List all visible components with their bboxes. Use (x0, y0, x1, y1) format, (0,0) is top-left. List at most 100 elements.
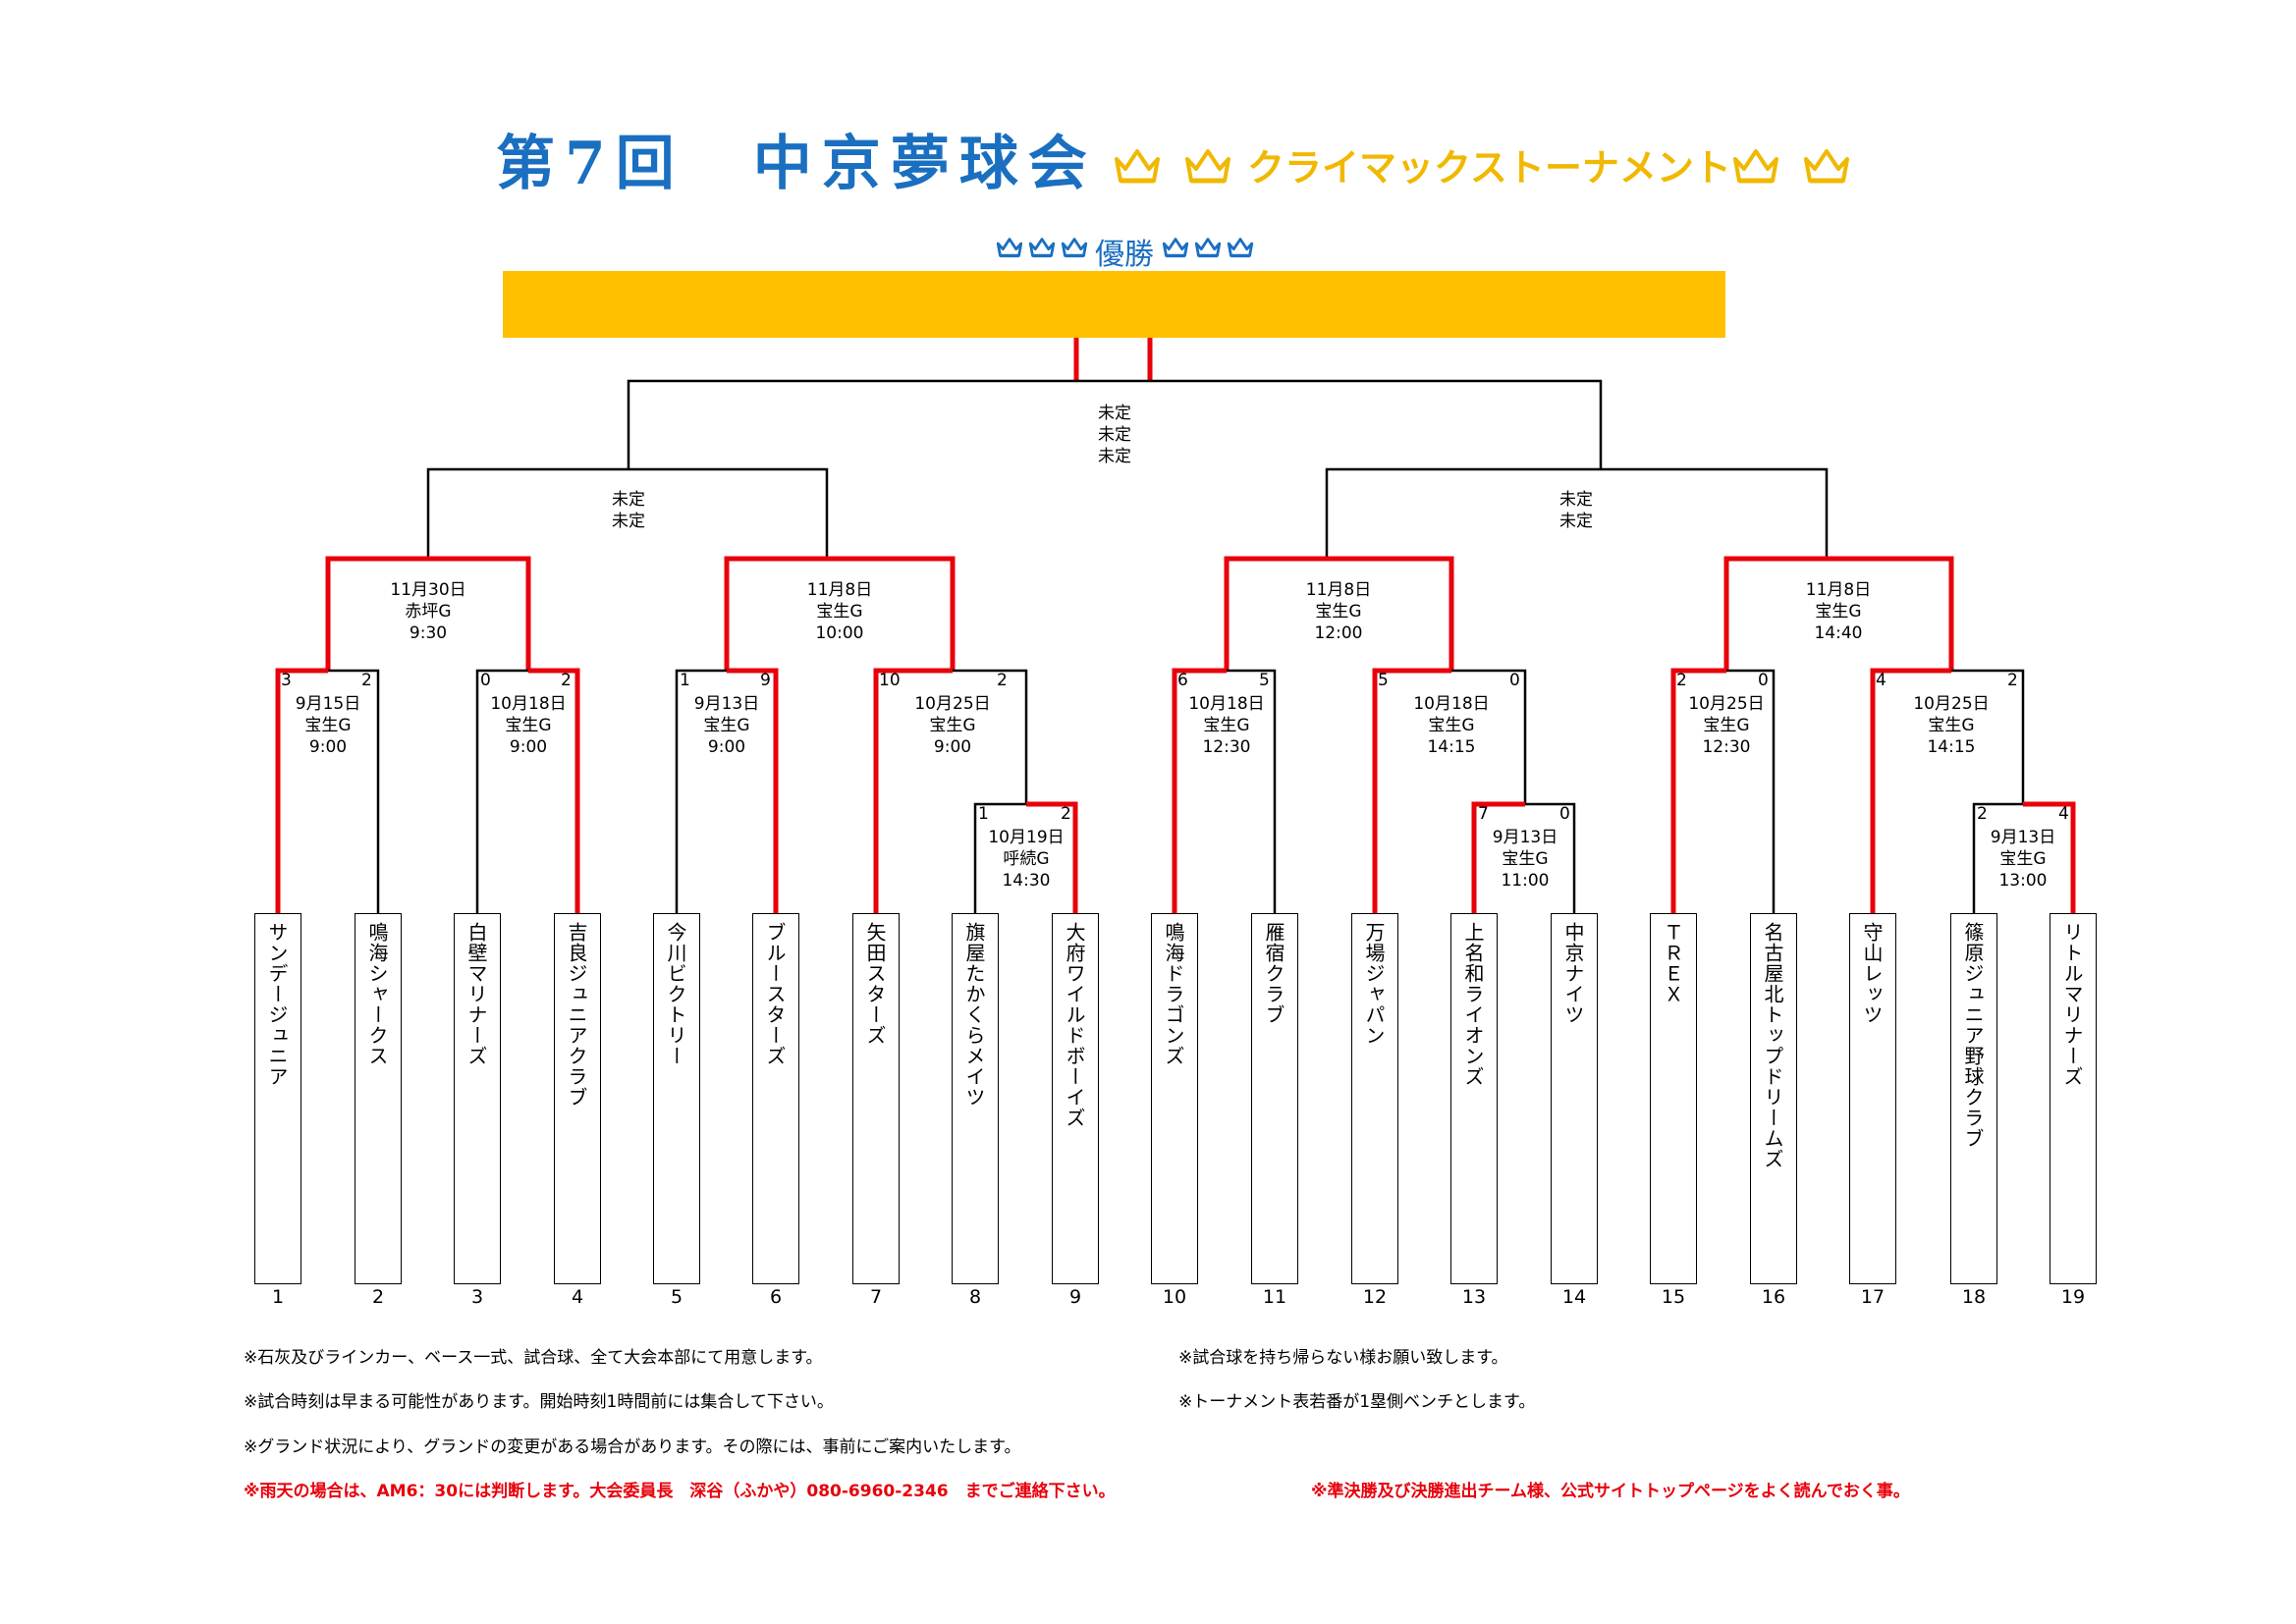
match-time: 9:00 (933, 737, 972, 757)
final-line2: 未定 (1098, 425, 1131, 445)
score-right: 0 (1509, 671, 1520, 690)
match-venue: 宝生G (505, 716, 552, 735)
team-number: 4 (571, 1286, 584, 1308)
match-time: 14:30 (1002, 871, 1051, 891)
match-time: 13:00 (1998, 871, 2048, 891)
match-5-6-info: 9月13日 宝生G 9:00 (694, 693, 759, 758)
match-date: 11月8日 (1805, 580, 1872, 600)
team-box: 名古屋北トップドリームズ (1750, 913, 1797, 1284)
final-line3: 未定 (1098, 447, 1131, 466)
team-box: サンデージュニア (254, 913, 301, 1284)
match-time: 12:30 (1702, 737, 1751, 757)
match-time: 14:15 (1927, 737, 1976, 757)
match-venue: 宝生G (1703, 716, 1750, 735)
team-box: 白壁マリナーズ (454, 913, 501, 1284)
team-box: 万場ジャパン (1351, 913, 1398, 1284)
score-left: 10 (879, 671, 901, 690)
score-left: 1 (680, 671, 690, 690)
match-time: 14:40 (1814, 623, 1863, 643)
team-number: 10 (1162, 1286, 1187, 1308)
match-date: 10月25日 (914, 694, 991, 714)
match-venue: 宝生G (816, 602, 863, 622)
match-venue: 宝生G (304, 716, 352, 735)
match-time: 12:30 (1202, 737, 1251, 757)
match-date: 10月19日 (988, 828, 1065, 847)
qf2-info: 11月8日 宝生G 10:00 (807, 579, 872, 644)
match-venue: 宝生G (1502, 849, 1549, 869)
final-line1: 未定 (1098, 404, 1131, 423)
match-time: 12:00 (1314, 623, 1363, 643)
subtitle: クライマックストーナメント (1247, 145, 1731, 189)
note-ball: ※試合球を持ち帰らない様お願い致します。 (1178, 1348, 1508, 1368)
match-13-14-info: 9月13日 宝生G 11:00 (1493, 827, 1558, 892)
match-7-info: 10月25日 宝生G 9:00 (914, 693, 990, 758)
score-right: 0 (1559, 804, 1570, 824)
score-left: 4 (1876, 671, 1886, 690)
match-venue: 宝生G (929, 716, 976, 735)
champion-bar (503, 271, 1725, 338)
qf4-info: 11月8日 宝生G 14:40 (1806, 579, 1871, 644)
team-number: 12 (1362, 1286, 1388, 1308)
match-date: 9月15日 (295, 694, 361, 714)
crown-icon (1028, 238, 1056, 258)
match-time: 9:30 (409, 623, 448, 643)
score-left: 6 (1177, 671, 1188, 690)
match-venue: 宝生G (1928, 716, 1975, 735)
score-left: 0 (480, 671, 491, 690)
match-date: 10月18日 (1413, 694, 1490, 714)
team-number: 17 (1860, 1286, 1886, 1308)
team-box: リトルマリナーズ (2050, 913, 2097, 1284)
sf1-line1: 未定 (612, 490, 645, 510)
team-number: 6 (769, 1286, 783, 1308)
team-box: ブルースターズ (752, 913, 799, 1284)
team-box: 雁宿クラブ (1251, 913, 1298, 1284)
note-ground: ※グランド状況により、グランドの変更がある場合があります。その際には、事前にご案… (244, 1437, 1021, 1457)
crown-icon (1194, 238, 1222, 258)
team-box: ＴＲＥＸ (1650, 913, 1697, 1284)
match-10-11-info: 10月18日 宝生G 12:30 (1188, 693, 1264, 758)
match-venue: 赤坪G (405, 602, 452, 622)
match-venue: 宝生G (1315, 602, 1362, 622)
team-number: 1 (271, 1286, 285, 1308)
score-right: 2 (997, 671, 1008, 690)
match-time: 9:00 (707, 737, 746, 757)
match-venue: 宝生G (1428, 716, 1475, 735)
team-box: 矢田スターズ (852, 913, 900, 1284)
team-number: 9 (1068, 1286, 1082, 1308)
match-venue: 宝生G (1815, 602, 1862, 622)
crown-icon (1227, 238, 1254, 258)
match-8-9-info: 10月19日 呼続G 14:30 (988, 827, 1064, 892)
match-venue: 宝生G (1203, 716, 1250, 735)
match-date: 10月18日 (1188, 694, 1265, 714)
team-number: 15 (1661, 1286, 1686, 1308)
score-right: 4 (2058, 804, 2069, 824)
match-time: 14:15 (1427, 737, 1476, 757)
match-date: 10月18日 (490, 694, 567, 714)
qf3-info: 11月8日 宝生G 12:00 (1306, 579, 1371, 644)
crown-icon (1733, 149, 1778, 184)
note-time: ※試合時刻は早まる可能性があります。開始時刻1時間前には集合して下さい。 (244, 1392, 834, 1412)
match-time: 9:00 (308, 737, 348, 757)
team-number: 8 (968, 1286, 982, 1308)
team-number: 11 (1262, 1286, 1287, 1308)
note-semifinal: ※準決勝及び決勝進出チーム様、公式サイトトップページをよく読んでおく事。 (1311, 1482, 1910, 1501)
team-box: 大府ワイルドボーイズ (1052, 913, 1099, 1284)
team-box: 守山レッツ (1849, 913, 1896, 1284)
team-number: 18 (1961, 1286, 1987, 1308)
match-date: 9月13日 (1990, 828, 2056, 847)
match-17-info: 10月25日 宝生G 14:15 (1913, 693, 1989, 758)
semifinal-2-info: 未定 未定 (1559, 489, 1593, 532)
team-number: 3 (470, 1286, 484, 1308)
final-info: 未定 未定 未定 (1098, 403, 1131, 467)
champion-label: 優勝 (1095, 238, 1154, 272)
team-number: 7 (869, 1286, 883, 1308)
team-box: 鳴海シャークス (355, 913, 402, 1284)
team-box: 旗屋たかくらメイツ (952, 913, 999, 1284)
team-box: 篠原ジュニア野球クラブ (1950, 913, 1997, 1284)
match-date: 9月13日 (1492, 828, 1558, 847)
team-number: 5 (670, 1286, 683, 1308)
score-right: 2 (561, 671, 572, 690)
sf2-line2: 未定 (1559, 512, 1593, 531)
score-left: 5 (1378, 671, 1389, 690)
